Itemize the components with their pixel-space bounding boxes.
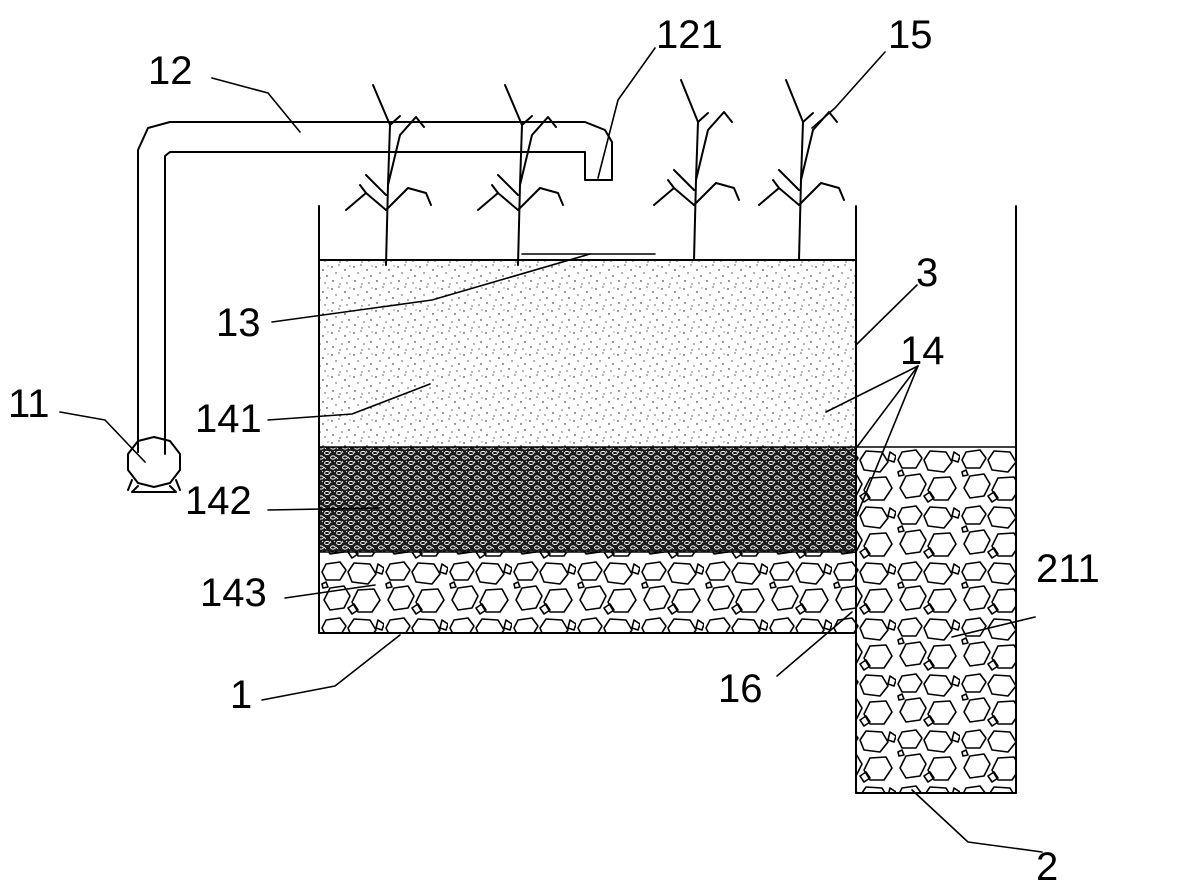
label-11: 11 (8, 382, 50, 426)
label-2: 2 (1036, 845, 1058, 889)
label-14: 14 (900, 329, 945, 373)
label-141: 141 (195, 397, 262, 441)
label-13: 13 (216, 301, 261, 345)
label-121: 121 (656, 13, 723, 57)
label-142: 142 (185, 479, 252, 523)
label-1: 1 (230, 673, 252, 717)
pump-icon (127, 436, 181, 493)
label-211: 211 (1036, 547, 1100, 591)
label-3: 3 (916, 251, 938, 295)
label-12: 12 (148, 49, 193, 93)
label-15: 15 (888, 13, 933, 57)
leader-lines (59, 47, 1043, 853)
layer-142-fine-gravel (319, 447, 856, 552)
layer-141-sand (319, 260, 856, 447)
tank-outline (318, 205, 1017, 794)
side-chamber-gravel-211 (856, 447, 1016, 793)
label-143: 143 (200, 571, 267, 615)
pipe-12 (137, 121, 613, 455)
layer-143-coarse-gravel (319, 552, 856, 633)
plants-15 (345, 79, 845, 266)
label-16: 16 (718, 667, 763, 711)
